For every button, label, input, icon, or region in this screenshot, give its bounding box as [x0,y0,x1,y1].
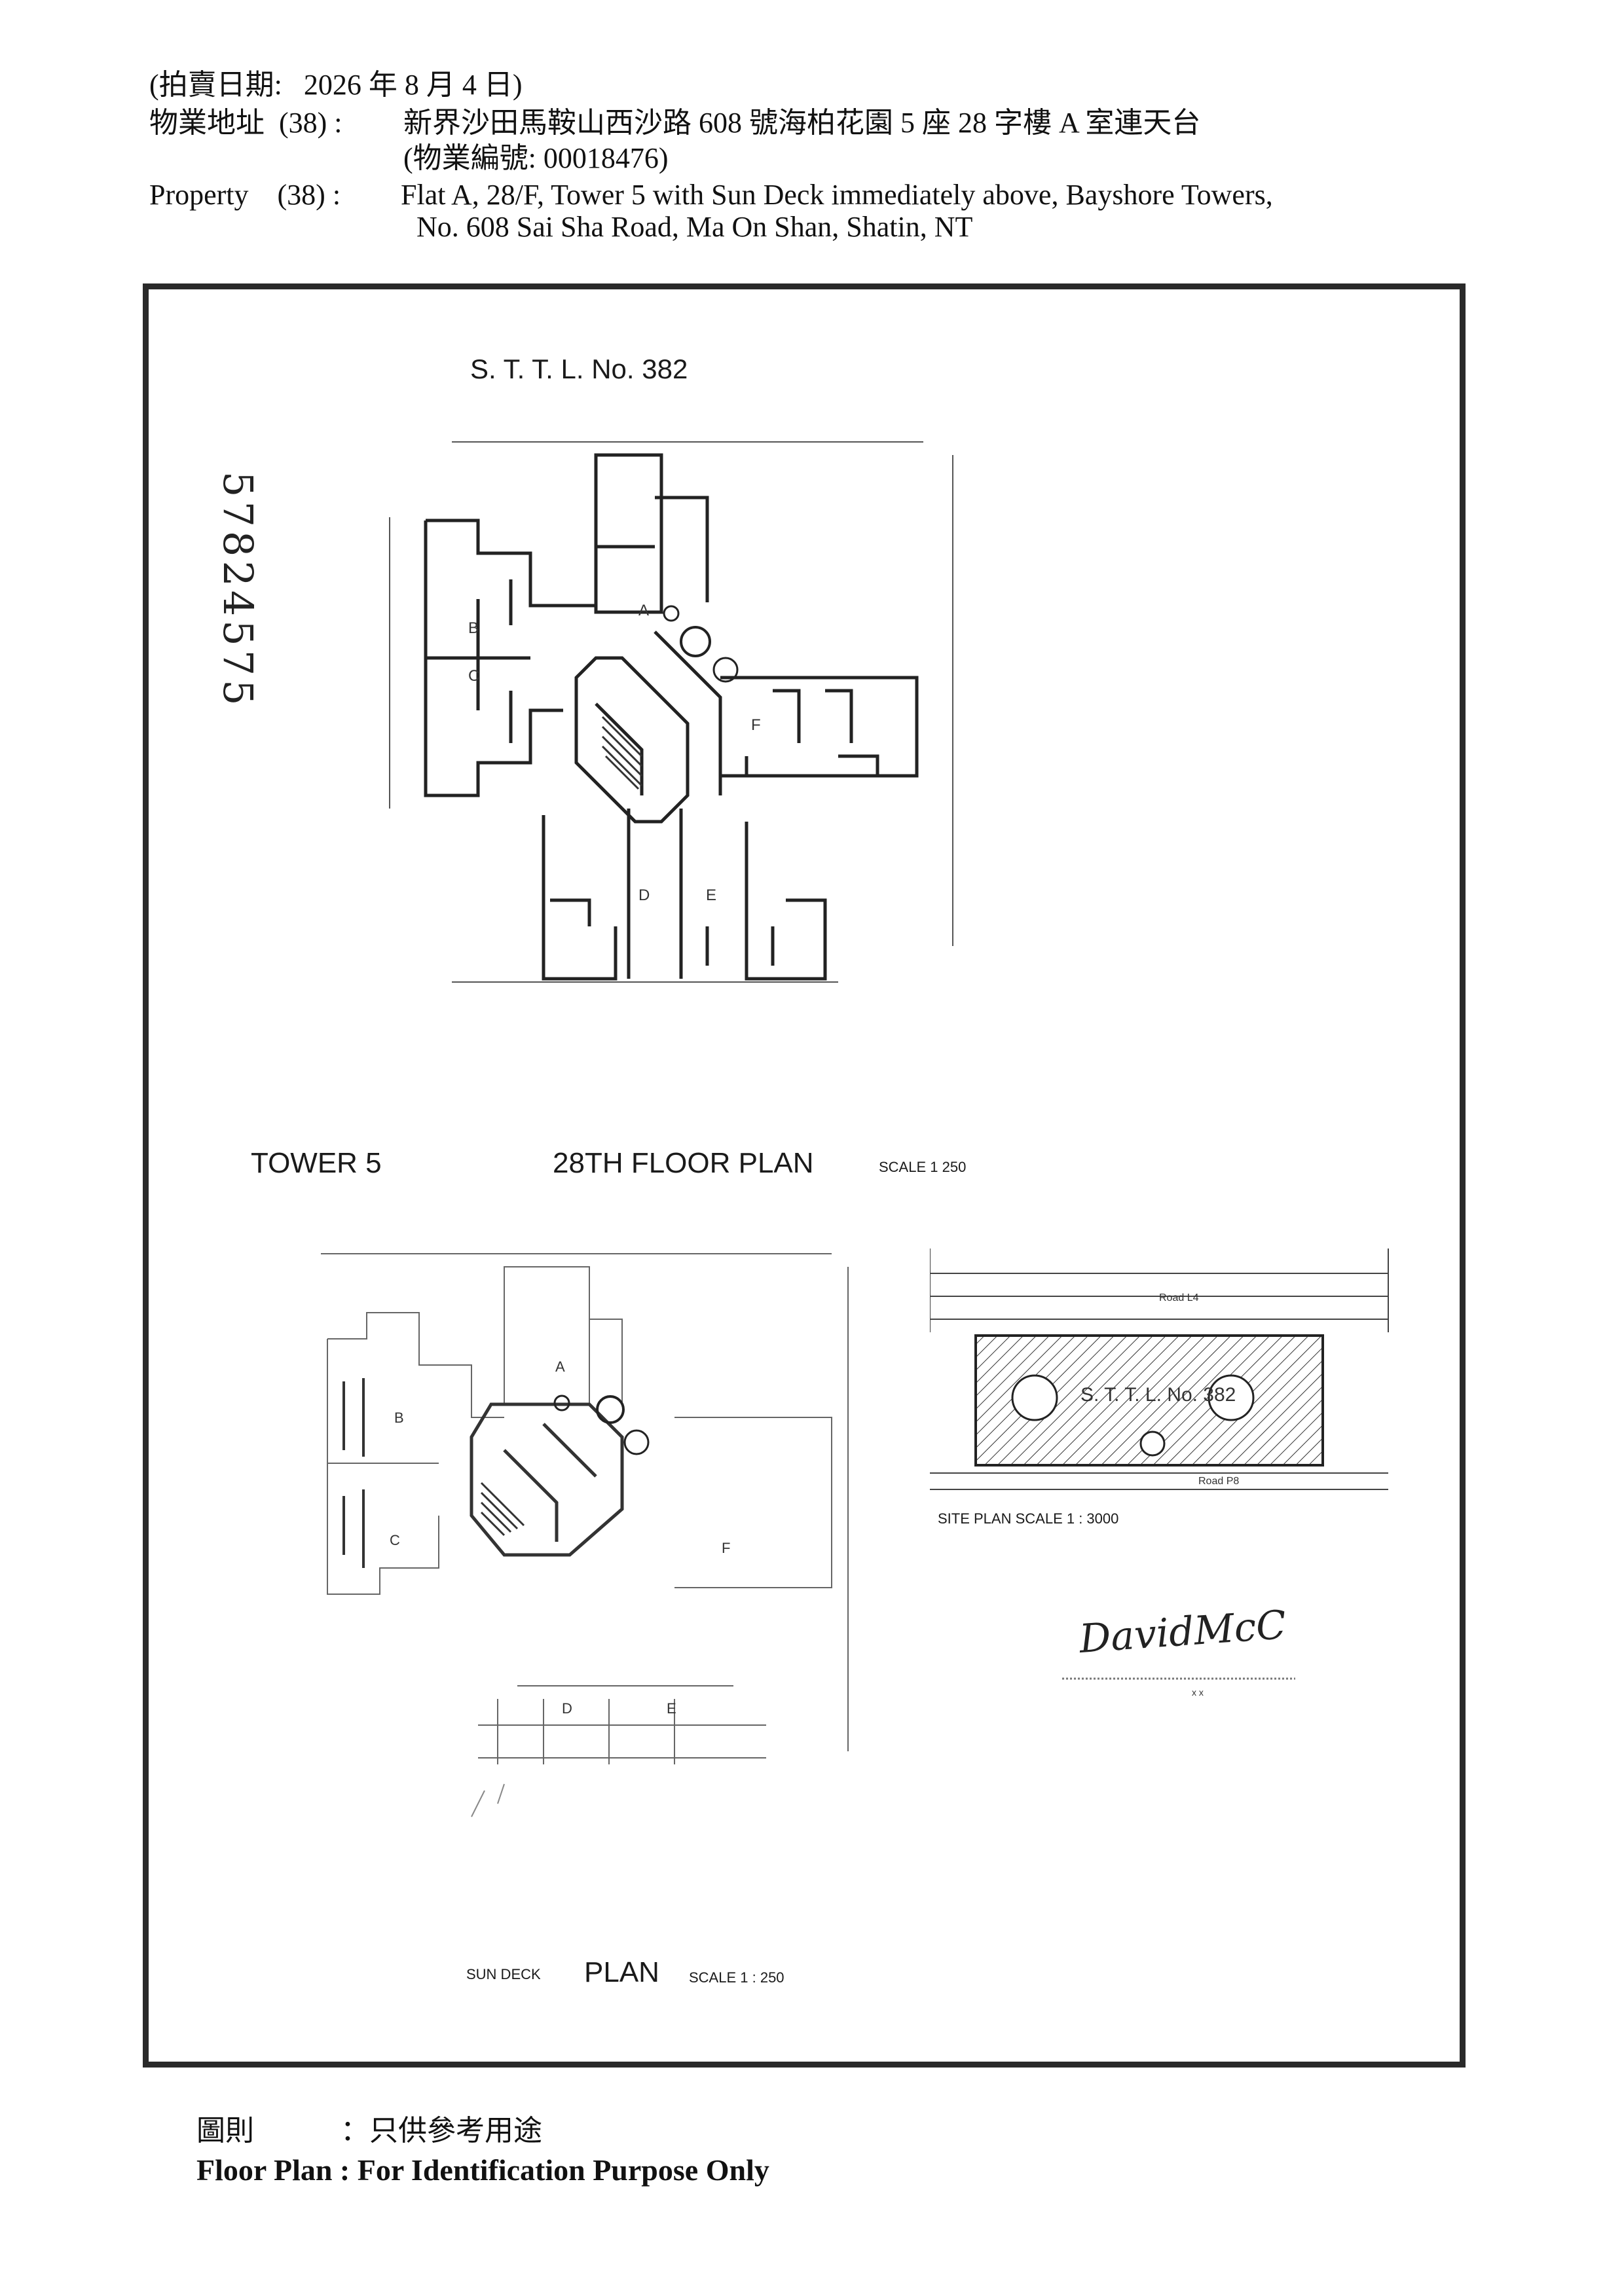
tower-label: TOWER 5 [251,1147,382,1179]
flat-label-f: F [751,716,761,734]
auction-date: (拍賣日期: 2026 年 8 月 4 日) [149,69,523,101]
sun-deck-scale: SCALE 1 : 250 [689,1969,784,1986]
address-en-line1: Flat A, 28/F, Tower 5 with Sun Deck imme… [401,179,1273,211]
footer-en-text: Floor Plan : For Identification Purpose … [196,2153,769,2187]
deck-label-d: D [562,1700,572,1717]
footer-cn-label: 圖則 [196,2114,254,2147]
spiral-stair-icon [596,1395,625,1424]
floor-plan-drawing: A B C D E F [389,441,953,983]
floor-plan-scale: SCALE 1 250 [879,1159,967,1175]
sun-deck-prefix: SUN DECK [466,1966,541,1982]
floor-plan-title: 28TH FLOOR PLAN [553,1147,814,1179]
site-lot-label: S. T. T. L. No. 382 [1080,1384,1236,1406]
signature-line: x x [1062,1677,1295,1698]
spiral-stair-icon-2 [712,657,739,683]
road-bottom-label: Road P8 [1198,1476,1239,1487]
site-plan-drawing: S. T. T. L. No. 382 Road L4 Road P8 [930,1248,1389,1490]
deck-label-f: F [722,1540,730,1556]
site-plan-title: SITE PLAN SCALE 1 : 3000 [938,1510,1119,1527]
sun-deck-title: PLAN [584,1956,659,1988]
plan-frame [143,283,1466,2068]
road-top-label: Road L4 [1159,1292,1199,1303]
sun-deck-drawing: A B C D E F [321,1253,849,1817]
lot-title: S. T. T. L. No. 382 [470,354,688,384]
deck-label-c: C [390,1532,400,1548]
lift-marker-icon [663,605,680,622]
spiral-stair-icon [680,626,711,657]
flat-label-a: A [638,602,649,619]
address-cn: 新界沙田馬鞍山西沙路 608 號海柏花園 5 座 28 字樓 A 室連天台 [403,107,1201,139]
address-en-label: Property (38) : [149,179,341,211]
footer-cn-text: ：只供參考用途 [341,2114,542,2147]
address-cn-label: 物業地址 (38) : [149,107,342,139]
handwritten-reference: 57824575 [214,471,262,710]
flat-label-c: C [468,667,479,685]
svg-text:x x: x x [1192,1687,1204,1698]
deck-label-a: A [555,1358,565,1375]
flat-label-d: D [638,886,650,904]
deck-label-b: B [394,1410,404,1426]
flat-label-e: E [706,886,716,904]
lift-marker-icon [553,1394,570,1412]
flat-label-b: B [468,619,479,637]
deck-label-e: E [667,1700,676,1717]
address-en-line2: No. 608 Sai Sha Road, Ma On Shan, Shatin… [416,211,973,243]
spiral-stair-icon-2 [623,1429,650,1455]
property-number: (物業編號: 00018476) [403,142,669,174]
